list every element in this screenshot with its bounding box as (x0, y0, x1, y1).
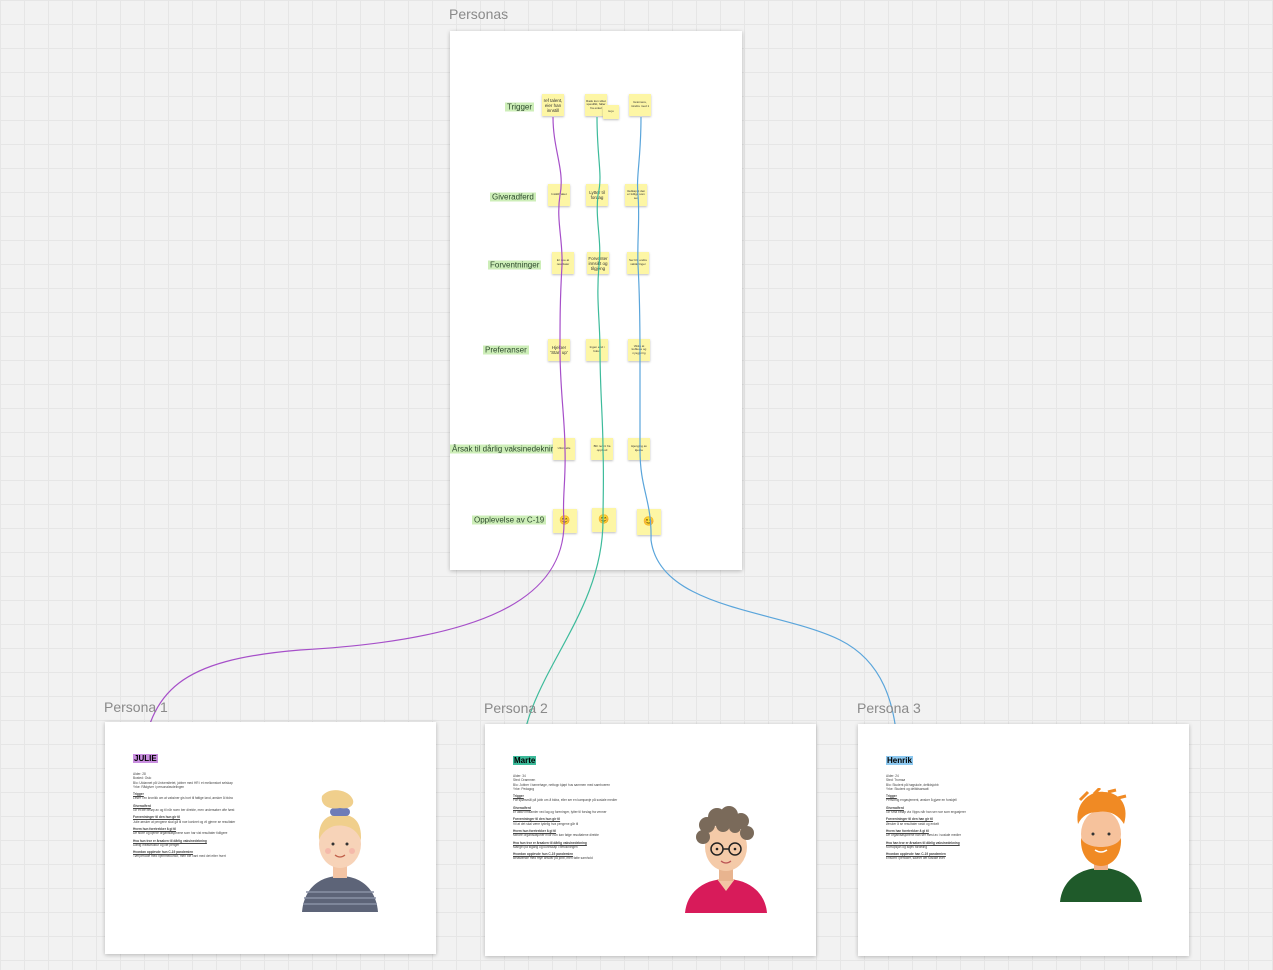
persona-1-frame-title[interactable]: Persona 1 (104, 699, 168, 715)
persona-text-line: Alder: 34 (513, 774, 526, 778)
sticky-note[interactable]: Ser blir endre valideringer (627, 252, 649, 274)
sticky-note[interactable]: Forventer innsikt og tilgjeng (587, 252, 609, 274)
sticky-note[interactable]: Grønnere, mindre med 1 (629, 94, 651, 116)
smiley-sticky[interactable]: 😊 (553, 509, 577, 533)
avatar-henrik (1060, 788, 1142, 902)
persona-text-line: Gir små beløp via Vipps når han ser noe … (886, 810, 966, 815)
sticky-note[interactable]: Uformelle (553, 438, 575, 460)
persona-text-line: Bio: Student på høgskole, deltidsjobb (886, 782, 939, 787)
persona-text-line: Alder: 28 (133, 772, 146, 776)
persona-text-line: Får spørsmål på jobb om å bidra, eller s… (513, 798, 618, 803)
persona-section-heading: Hvem hun foretrekker å gi til (133, 826, 177, 831)
persona-section-heading: Hvordan opplevde hun C-19 pandemien (513, 852, 574, 857)
sticky-note[interactable]: Viktig at koblede og nysgjerrig (628, 339, 650, 361)
persona-text-line: Er aktiv innsamler ved lag og foreninger… (513, 810, 607, 815)
persona-section-heading: Giveradferd (886, 805, 904, 810)
persona-2-frame[interactable]: Marte Alder: 34 Sted: Drammen Bio: Jobbe… (485, 724, 816, 956)
persona-text-line: Bio: Jobber i barnehage, nettopp kjøpt h… (513, 782, 611, 787)
persona-text-line: Yrke: Student og deltidsansatt (886, 786, 929, 791)
persona-text-line: Gir et lite beløp av og til når noen ber… (133, 808, 235, 813)
persona-text-line: Dårlig infrastruktur og lite penger (133, 842, 180, 847)
persona-description: Alder: 24 Sted: Tromsø Bio: Student på h… (886, 774, 1006, 861)
smiley-sticky[interactable]: 😊 (592, 508, 616, 532)
persona-text-line: Bio: Utdannet på Universitetet, jobber m… (133, 780, 233, 785)
row-label-forventninger[interactable]: Forventninger (488, 260, 542, 270)
row-label-preferanser[interactable]: Preferanser (483, 345, 529, 355)
persona-text-line: Personlig engasjement, ønsker å gjøre en… (886, 798, 957, 803)
row-label-arsak[interactable]: Årsak til dårlig vaksinedekning (450, 444, 562, 454)
row-label-trigger[interactable]: Trigger (505, 102, 535, 112)
persona-section-heading: Giveradferd (513, 805, 531, 810)
persona-text-line: De store og kjente organisasjonene som h… (133, 831, 228, 836)
persona-text-line: Yrke: Pedagog (513, 786, 535, 791)
row-label-giveradferd[interactable]: Giveradferd (490, 192, 536, 202)
persona-text-line: Ensomt i perioder, savnet det sosiale li… (886, 856, 945, 861)
sticky-note[interactable]: Blir nevnt fra opplevd (591, 438, 613, 460)
sticky-note[interactable]: Hjelper 'Start up' (548, 339, 570, 361)
persona-text-line: Alder: 24 (886, 774, 899, 778)
persona-3-frame[interactable]: Henrik Alder: 24 Sted: Tromsø Bio: Stude… (858, 724, 1189, 956)
sticky-note[interactable]: Ingen end i fokus (586, 339, 608, 361)
persona-section-heading: Forventninger til den hun gir til (513, 817, 561, 822)
persona-2-frame-title[interactable]: Persona 2 (484, 700, 548, 716)
persona-section-heading: Hvordan opplevde hun C-19 pandemien (133, 850, 194, 855)
persona-text-line: Yrke: Rådgiver i personalavdelingen (133, 784, 185, 789)
persona-name[interactable]: Marte (513, 756, 537, 765)
persona-text-line: De organisasjonene han ser mest av i sos… (886, 833, 961, 838)
avatar-julie (302, 790, 378, 912)
persona-description: Alder: 28 Bosted: Oslo Bio: Utdannet på … (133, 772, 253, 859)
persona-section-heading: Hva han tror er årsaken til dårlig vaksi… (886, 840, 960, 845)
persona-section-heading: Trigger (886, 794, 897, 799)
sticky-note[interactable]: ref talent, eier han innstill (542, 94, 564, 116)
persona-1-frame[interactable]: JULIE Alder: 28 Bosted: Oslo Bio: Utdann… (105, 722, 436, 954)
persona-text-line: Sted: Tromsø (886, 778, 906, 783)
persona-text-line: Tøff periode med hjemmekontor, men ble v… (133, 854, 226, 859)
persona-text-line: Sted: Drammen (513, 778, 536, 783)
persona-3-frame-title[interactable]: Persona 3 (857, 700, 921, 716)
persona-text-line: Vil at det skal være tydelig hva pengene… (513, 821, 579, 826)
persona-section-heading: Forventninger til den hun gir til (133, 815, 181, 820)
persona-text-line: Belastende med mye ansvar på jobb, men f… (513, 856, 593, 861)
avatar-marte (685, 806, 767, 913)
persona-section-heading: Forventninger til den han gir til (886, 817, 933, 822)
persona-section-heading: Hvem han foretrekker å gi til (886, 828, 929, 833)
persona-section-heading: Trigger (513, 794, 524, 799)
sticky-note[interactable]: Rask kun sittet spesifikt, faller fra en… (585, 94, 607, 116)
persona-section-heading: Hva hun tror er årsaken til dårlig vaksi… (513, 840, 587, 845)
persona-text-line: Bosted: Oslo (133, 776, 152, 781)
persona-text-line: Korrupsjon og skjev fordeling (886, 844, 928, 849)
row-label-opplevelse[interactable]: Opplevelse av C-19 (472, 515, 547, 525)
persona-name[interactable]: JULIE (133, 754, 158, 763)
sticky-note[interactable]: Er noe at resultater (552, 252, 574, 274)
sticky-note[interactable]: ta jo (603, 105, 619, 119)
sticky-note[interactable]: Hjenging av kjente (628, 438, 650, 460)
sticky-note[interactable]: Insiktbraket (548, 184, 570, 206)
persona-section-heading: Trigger (133, 792, 144, 797)
persona-section-heading: Giveradferd (133, 803, 151, 808)
persona-description: Alder: 34 Sted: Drammen Bio: Jobber i ba… (513, 774, 633, 861)
persona-section-heading: Hvem hun foretrekker å gi til (513, 828, 557, 833)
persona-text-line: Ønsker å se resultater raskt og enkelt (886, 821, 939, 826)
persona-text-line: Leser i en kronikk om at vaksiner gis bo… (133, 796, 233, 801)
personas-frame[interactable]: Trigger Giveradferd Forventninger Prefer… (450, 31, 742, 570)
persona-section-heading: Hva hun tror er årsaken til dårlig vaksi… (133, 838, 207, 843)
persona-name[interactable]: Henrik (886, 756, 913, 765)
smiley-sticky[interactable]: 😊 (637, 509, 661, 535)
main-frame-title[interactable]: Personas (449, 6, 509, 22)
persona-section-heading: Hvordan opplevde han C-19 pandemien (886, 852, 946, 857)
sticky-note[interactable]: Lytter til fordag (586, 184, 608, 206)
sticky-note[interactable]: Vedkappt den er tidlige som ser (625, 184, 647, 206)
persona-text-line: Mangel på tilgang og kunnskap i befolkni… (513, 844, 578, 849)
persona-text-line: Mindre organisasjoner hvor hun kan følge… (513, 833, 599, 838)
persona-text-line: Julie ønsker at pengene skal gå til noe … (133, 819, 236, 824)
